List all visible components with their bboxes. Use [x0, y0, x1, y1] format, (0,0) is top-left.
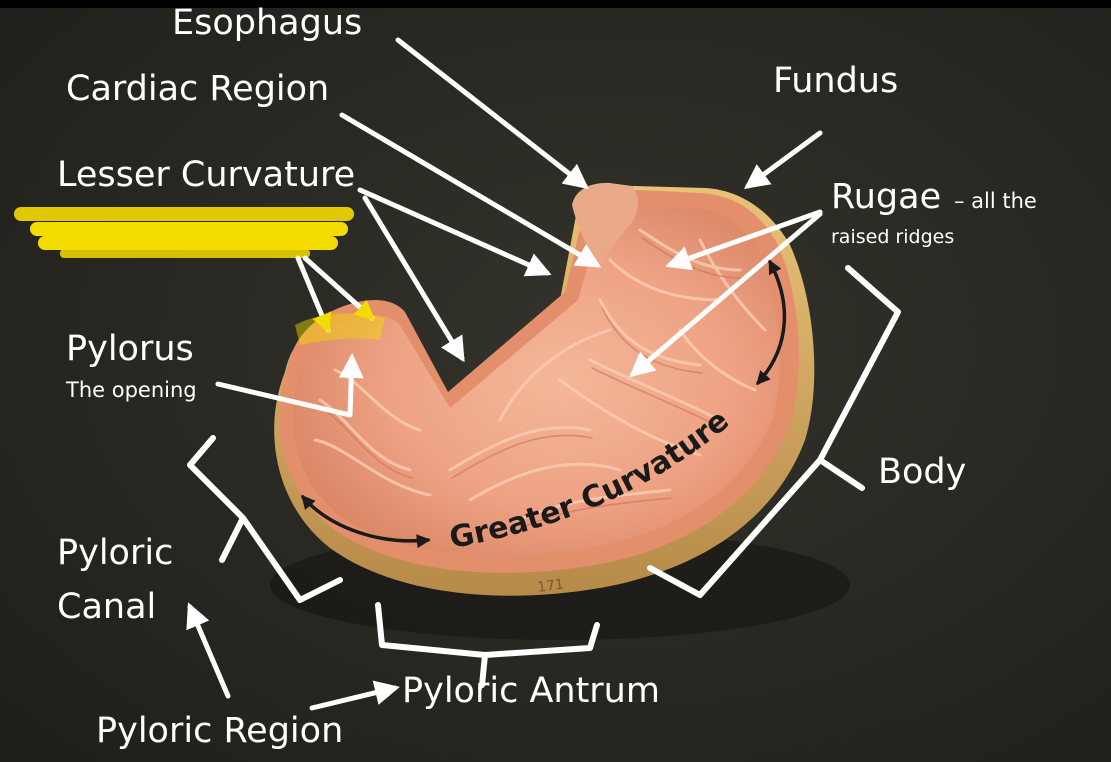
highlight-redaction	[14, 207, 354, 258]
body-label: Body	[878, 452, 967, 492]
pyloric-region-arrow-up	[186, 602, 231, 699]
greater-curvature-arrow-left	[301, 494, 431, 549]
esophagus-label: Esophagus	[172, 3, 363, 43]
cardiac-region-arrow	[339, 112, 602, 268]
esophagus-arrow	[395, 37, 589, 190]
pylorus-note: The opening	[66, 378, 197, 402]
model-mark: 171	[536, 576, 565, 596]
rugae-label: Rugae	[831, 177, 942, 217]
cardiac-region-label: Cardiac Region	[66, 69, 330, 109]
lesser-curvature-arrow-1	[357, 187, 552, 277]
pyloric-antrum-bracket	[375, 602, 600, 688]
label-arrows	[186, 37, 823, 711]
fundus-arrow	[743, 130, 823, 189]
rugae-shading	[321, 237, 743, 529]
stomach-mucosa	[293, 205, 780, 557]
brackets	[187, 265, 901, 688]
pyloric-region-label: Pyloric Region	[96, 711, 344, 751]
fundus-label: Fundus	[773, 61, 899, 101]
rugae-arrow-1	[665, 209, 823, 271]
pyloric-canal-label-line1: Pyloric	[57, 533, 174, 573]
pylorus-yellow-arrows	[295, 255, 375, 334]
pylorus-label: Pylorus	[66, 329, 194, 369]
body-bracket	[647, 265, 901, 598]
top-border	[0, 0, 1111, 8]
pyloric-canal-bracket	[187, 435, 343, 603]
greater-curvature-arrow-right	[756, 259, 787, 386]
lesser-curvature-label: Lesser Curvature	[57, 155, 356, 195]
rugae-arrow-2	[629, 211, 823, 378]
pyloric-antrum-label: Pyloric Antrum	[402, 671, 660, 711]
curvature-arrows	[301, 259, 787, 549]
rugae-note-line1: – all the	[954, 189, 1037, 213]
pyloric-region-arrow-right	[309, 680, 400, 711]
rugae-note-line2: raised ridges	[831, 226, 955, 248]
rugae-folds	[313, 228, 767, 522]
lesser-curvature-arrow-2	[362, 195, 465, 363]
esophagus-stump	[572, 182, 638, 262]
pyloric-canal-label-line2: Canal	[57, 587, 157, 627]
pylorus-arrow	[215, 353, 364, 418]
